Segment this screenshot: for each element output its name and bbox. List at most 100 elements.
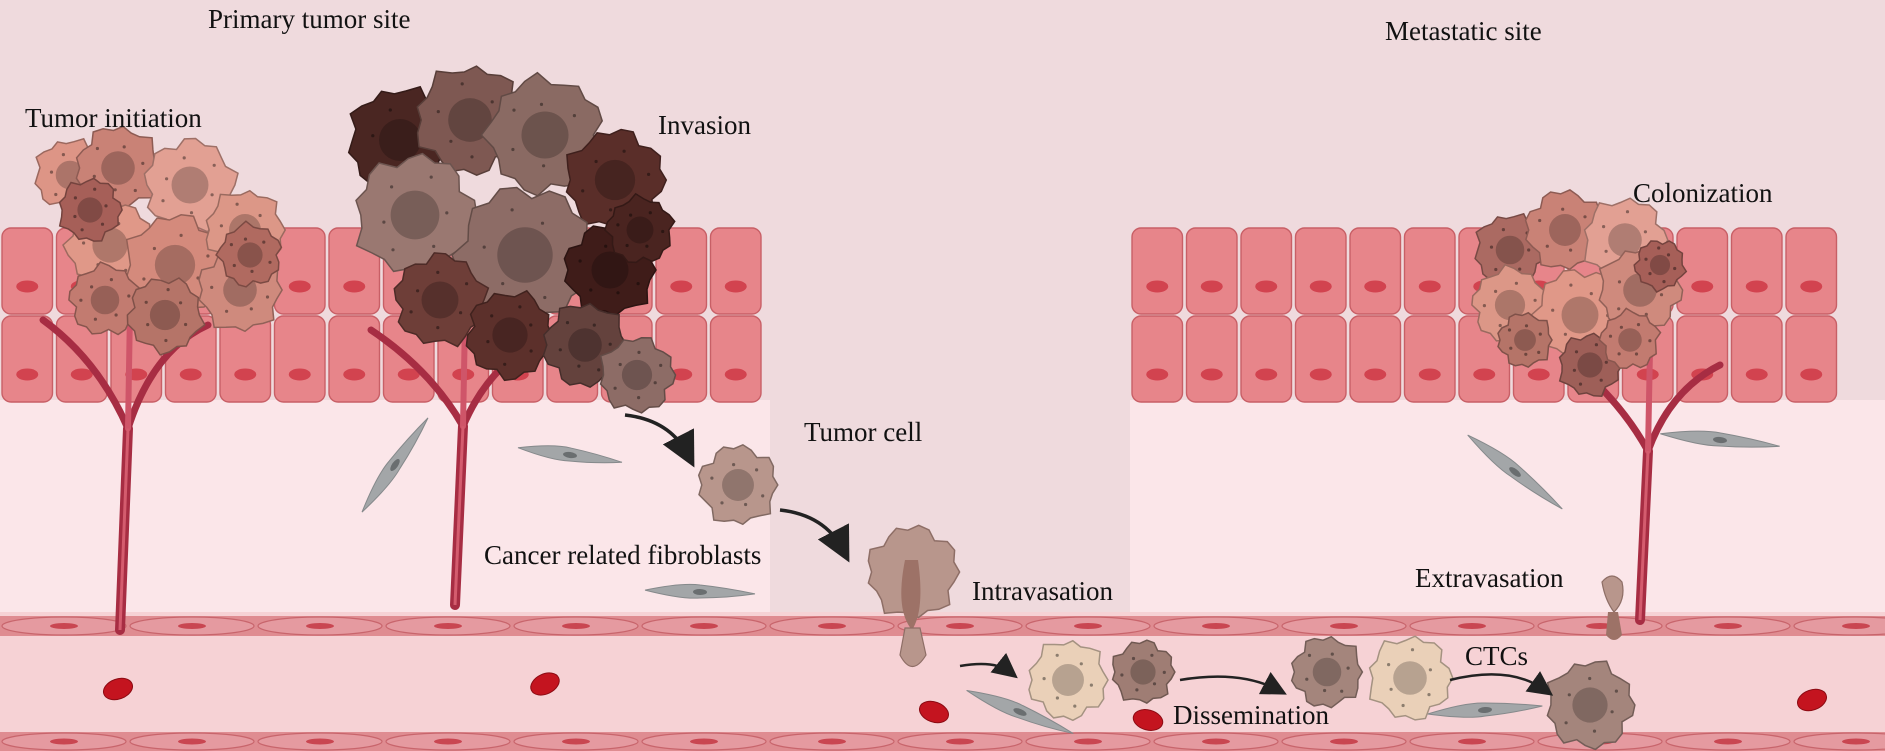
epithelial-cell [273,227,326,315]
tumor-cell [215,220,283,288]
epithelial-cell [1131,227,1184,315]
red-blood-cell [1796,688,1828,712]
cell-nucleus [1691,280,1714,293]
fibroblast [966,689,1074,735]
cell-nucleus [818,738,846,745]
epithelial-cell [1785,315,1838,403]
tumor-cell [1633,240,1688,293]
cell-nucleus [946,738,974,745]
cell-nucleus [1200,280,1223,293]
tumor-cell [465,289,558,382]
tumor-cell [697,443,779,526]
cell-nucleus [1745,368,1768,381]
cell-nucleus [1714,738,1742,745]
tumor-cell [1290,635,1364,709]
fibroblast [644,583,756,599]
cell-nucleus [288,368,311,381]
cell-nucleus [178,738,206,745]
cell-nucleus [1494,289,1526,321]
metastatic-stroma [1130,400,1885,620]
cell-nucleus [724,368,747,381]
cell-nucleus [1364,280,1387,293]
cell-nucleus [1330,738,1358,745]
cell-nucleus [1146,368,1169,381]
cell-nucleus [1577,352,1603,378]
cell-nucleus [154,244,196,286]
tumor-cell [1028,639,1109,722]
label-ctcs: CTCs [1465,641,1529,671]
cell-nucleus [1200,368,1223,381]
cell-nucleus [379,119,421,161]
cell-nucleus [288,280,311,293]
epithelial-cell [1240,315,1293,403]
label-dissemination: Dissemination [1173,700,1329,730]
arrow-intravasation-to-ctc [959,652,1018,679]
tumor-cell [1368,635,1454,721]
cell-nucleus [50,623,78,629]
tumor-cell [393,252,490,348]
cell-nucleus [1842,738,1870,745]
tumor-cell [1524,189,1606,271]
tumor-cell [599,337,677,414]
cell-nucleus [1146,280,1169,293]
red-blood-cell [530,672,560,696]
fibroblast [517,445,623,464]
epithelial-cell [1,227,54,315]
cell-nucleus [390,190,440,240]
red-blood-cell [102,677,134,701]
cell-nucleus [1495,235,1525,265]
cell-nucleus [1458,623,1486,629]
arrow-invasion-to-tumor-cell [624,413,695,468]
cell-nucleus [421,281,459,319]
cell-nucleus [50,738,78,745]
epithelial-cell [1676,315,1729,403]
cell-nucleus [1473,368,1496,381]
tumor-cell [143,137,239,233]
cell-nucleus [179,368,202,381]
fibroblast [361,417,429,513]
cell-nucleus [448,98,492,142]
epithelial-cell [1131,315,1184,403]
fibroblast [1427,702,1543,718]
cell-nucleus [1745,280,1768,293]
cell-nucleus [237,242,263,268]
cell-nucleus [1561,296,1599,334]
epithelial-cell [1403,315,1456,403]
cell-nucleus [1202,738,1230,745]
epithelial-cell [1785,227,1838,315]
label-intravasation: Intravasation [972,576,1113,606]
cell-nucleus [722,469,754,501]
cell-nucleus [1549,214,1581,246]
cell-nucleus [434,738,462,745]
cell-nucleus [1255,368,1278,381]
tumor-cell [58,177,123,242]
cell-nucleus [690,623,718,629]
cell-nucleus [1330,623,1358,629]
endothelial-wall [0,616,1885,636]
cell-nucleus [1074,738,1102,745]
cell-nucleus [1052,664,1084,696]
cell-nucleus [434,623,462,629]
cell-nucleus [234,368,257,381]
cell-nucleus [1714,623,1742,629]
label-tumor-initiation: Tumor initiation [25,103,202,133]
extravasating-cell [1601,575,1624,640]
cell-nucleus [670,280,693,293]
label-extravasation: Extravasation [1415,563,1564,593]
tumor-cell [126,277,206,356]
epithelial-cell [1349,227,1402,315]
label-metastatic-site: Metastatic site [1385,16,1542,46]
cell-nucleus [1527,368,1550,381]
cell-nucleus [1418,368,1441,381]
cell-nucleus [1418,280,1441,293]
cell-nucleus [497,227,553,283]
cell-nucleus [1312,657,1342,687]
epithelial-cell [1294,315,1347,403]
cell-nucleus [343,368,366,381]
cell-nucleus [594,159,636,201]
epithelial-cell [709,227,762,315]
cell-nucleus [397,368,420,381]
label-cancer-related-fibroblasts: Cancer related fibroblasts [484,540,762,570]
cell-nucleus [670,368,693,381]
